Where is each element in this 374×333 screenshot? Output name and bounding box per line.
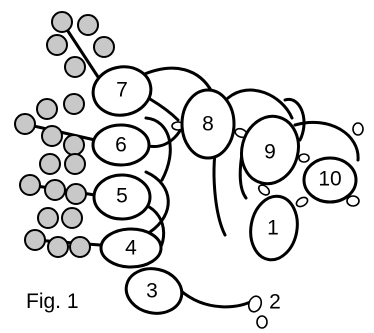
picot xyxy=(295,196,309,208)
bead xyxy=(69,236,91,258)
ring-2-label: 2 xyxy=(269,291,281,314)
bead xyxy=(64,56,86,78)
ring-8-label: 8 xyxy=(202,113,214,136)
ring-6-label: 6 xyxy=(115,134,127,157)
bead xyxy=(47,236,69,258)
bead xyxy=(19,174,41,196)
ring-10: 10 xyxy=(302,156,358,204)
bead xyxy=(37,207,59,229)
bead xyxy=(46,34,68,56)
ring-8: 8 xyxy=(180,88,236,160)
bead xyxy=(64,153,86,175)
ring-7-label: 7 xyxy=(116,79,128,102)
ring-9: 9 xyxy=(240,114,300,186)
bead xyxy=(24,229,46,251)
ring-10-label: 10 xyxy=(318,168,341,191)
figure-caption: Fig. 1 xyxy=(26,290,79,313)
bead xyxy=(36,98,58,120)
bead-strands xyxy=(14,11,115,258)
ring-9-label: 9 xyxy=(264,141,276,164)
bead xyxy=(63,134,85,156)
ring-3: 3 xyxy=(124,267,184,315)
bead xyxy=(41,125,63,147)
ring-3-label: 3 xyxy=(146,280,158,303)
bead xyxy=(77,14,99,36)
picot xyxy=(256,315,268,329)
ring-7: 7 xyxy=(91,65,153,117)
bead xyxy=(39,153,61,175)
bead xyxy=(51,11,73,33)
ring-5: 5 xyxy=(92,173,152,221)
ring-1: 1 xyxy=(249,194,299,262)
ring-4-label: 4 xyxy=(125,237,137,260)
bead xyxy=(93,36,115,58)
ring-1-label: 1 xyxy=(267,217,279,240)
picot xyxy=(298,153,310,163)
bead xyxy=(65,183,87,205)
picot xyxy=(346,195,360,207)
picot xyxy=(257,184,271,196)
ring-4: 4 xyxy=(99,227,163,269)
picot xyxy=(247,295,263,313)
ring-6: 6 xyxy=(91,123,151,167)
bead xyxy=(44,179,66,201)
picot xyxy=(352,122,364,136)
bead xyxy=(63,93,85,115)
bead xyxy=(61,207,83,229)
bead xyxy=(14,113,36,135)
ring-5-label: 5 xyxy=(116,185,128,208)
